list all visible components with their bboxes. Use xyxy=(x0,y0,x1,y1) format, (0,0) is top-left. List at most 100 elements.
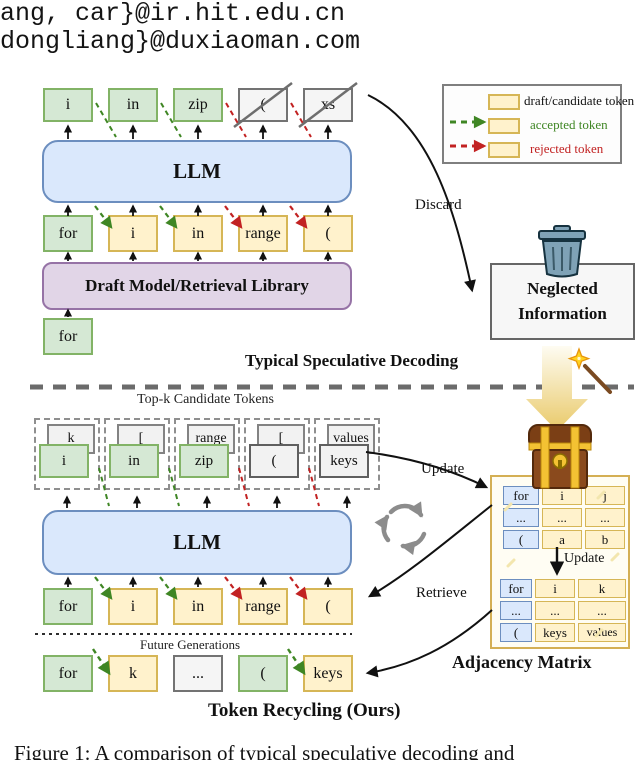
token-input2-paren: ( xyxy=(303,588,353,625)
matrix-cell: k xyxy=(578,579,626,598)
token-label: ( xyxy=(271,452,277,469)
token-label: in xyxy=(191,597,205,615)
token-future-k: k xyxy=(108,655,158,692)
token-input2-in: in xyxy=(173,588,223,625)
rejected-token-swatch xyxy=(488,142,520,158)
llm-box-bottom: LLM xyxy=(42,510,352,575)
matrix-cell: ... xyxy=(578,601,626,620)
token-output-zip: zip xyxy=(173,88,223,122)
candidate-group-3: range zip xyxy=(174,418,240,490)
accepted-token-swatch xyxy=(488,118,520,134)
matrix-cell: ( xyxy=(503,530,539,549)
matrix-cell: ... xyxy=(503,508,539,527)
topk-label: Top-k Candidate Tokens xyxy=(137,392,274,407)
bottom-diagram-caption: Token Recycling (Ours) xyxy=(208,700,401,721)
draft-model-box: Draft Model/Retrieval Library xyxy=(42,262,352,310)
token-label: keys xyxy=(313,664,343,682)
figure-caption: Figure 1: A comparison of typical specul… xyxy=(14,741,515,760)
retrieve-arrow xyxy=(367,504,493,598)
matrix-cell: for xyxy=(500,579,532,598)
token-label: range xyxy=(195,431,227,446)
adjacency-matrix-caption: Adjacency Matrix xyxy=(452,652,592,672)
token-label: ( xyxy=(325,224,331,242)
token-future-keys: keys xyxy=(303,655,353,692)
candidate-group-4: [ ( xyxy=(244,418,310,490)
token-label: k xyxy=(129,664,137,682)
legend-box: draft/candidate token accepted token rej… xyxy=(442,84,634,164)
discard-label: Discard xyxy=(415,197,462,213)
gold-down-arrow-icon xyxy=(526,346,588,431)
token-future-for: for xyxy=(43,655,93,692)
token-label: k xyxy=(67,431,75,446)
token-label: for xyxy=(58,327,78,345)
token-label: i xyxy=(130,224,136,242)
token-label: values xyxy=(333,431,369,446)
matrix-cell: ... xyxy=(535,601,575,620)
token-label: for xyxy=(58,597,78,615)
adjacency-table-after: for i k ... ... ... ( keys values xyxy=(500,579,626,642)
retrieve-label: Retrieve xyxy=(416,585,467,601)
token-input2-for: for xyxy=(43,588,93,625)
candidate-front: ( xyxy=(249,444,299,478)
token-input-in: in xyxy=(173,215,223,252)
matrix-cell: ... xyxy=(500,601,532,620)
token-output-i: i xyxy=(43,88,93,122)
token-input2-range: range xyxy=(238,588,288,625)
magic-wand-icon xyxy=(567,347,612,394)
token-output-in: in xyxy=(108,88,158,122)
matrix-cell: b xyxy=(585,530,625,549)
draft-token-swatch xyxy=(488,94,520,110)
token-output-paren-rejected: ( xyxy=(238,88,288,122)
matrix-cell: ... xyxy=(542,508,582,527)
matrix-cell: a xyxy=(542,530,582,549)
matrix-cell: ... xyxy=(585,508,625,527)
neglected-line1: Neglected xyxy=(527,279,598,298)
token-label: i xyxy=(130,597,136,615)
token-future-ellipsis: ... xyxy=(173,655,223,692)
token-input-for: for xyxy=(43,215,93,252)
legend-accepted-label: accepted token xyxy=(530,117,608,132)
draft-model-label: Draft Model/Retrieval Library xyxy=(85,276,309,295)
token-label: range xyxy=(245,224,281,242)
matrix-cell: i xyxy=(542,486,582,505)
token-input-i: i xyxy=(108,215,158,252)
token-label: i xyxy=(65,96,71,113)
matrix-cell: ( xyxy=(500,623,532,642)
candidate-front: zip xyxy=(179,444,229,478)
token-input-range: range xyxy=(238,215,288,252)
token-label: xs xyxy=(320,96,336,113)
token-label: in xyxy=(126,96,140,113)
update-label: Update xyxy=(421,461,465,477)
token-label: for xyxy=(58,224,78,242)
matrix-cell: keys xyxy=(535,623,575,642)
llm-candidate-arrows xyxy=(62,495,352,508)
token-label: [ xyxy=(138,431,144,446)
email-line-2: dongliang}@duxiaoman.com xyxy=(0,27,361,56)
candidate-front: in xyxy=(109,444,159,478)
token-label: [ xyxy=(278,431,284,446)
token-seed-for: for xyxy=(43,318,93,355)
candidate-group-5: values keys xyxy=(314,418,380,490)
token-label: keys xyxy=(330,452,358,469)
top-diagram-caption: Typical Speculative Decoding xyxy=(245,351,459,370)
legend-draft-label: draft/candidate token xyxy=(524,93,635,108)
token-label: i xyxy=(61,452,67,469)
token-label: in xyxy=(128,452,140,469)
matrix-update-label: Update xyxy=(564,551,605,566)
neglected-line2: Information xyxy=(518,303,607,323)
legend-rejected-label: rejected token xyxy=(530,141,604,156)
token-label: zip xyxy=(188,96,208,113)
token-label: for xyxy=(58,664,78,682)
adjacency-table-before: for i j ... ... ... ( a b xyxy=(503,486,625,549)
token-future-paren: ( xyxy=(238,655,288,692)
token-label: in xyxy=(191,224,205,242)
token-label: zip xyxy=(194,452,214,469)
token-label: ( xyxy=(325,597,331,615)
token-input-paren: ( xyxy=(303,215,353,252)
matrix-cell: i xyxy=(535,579,575,598)
token-output-xs-rejected: xs xyxy=(303,88,353,122)
matrix-cell: j xyxy=(585,486,625,505)
llm-label: LLM xyxy=(173,530,221,554)
input2-llm-arrows xyxy=(63,576,333,587)
